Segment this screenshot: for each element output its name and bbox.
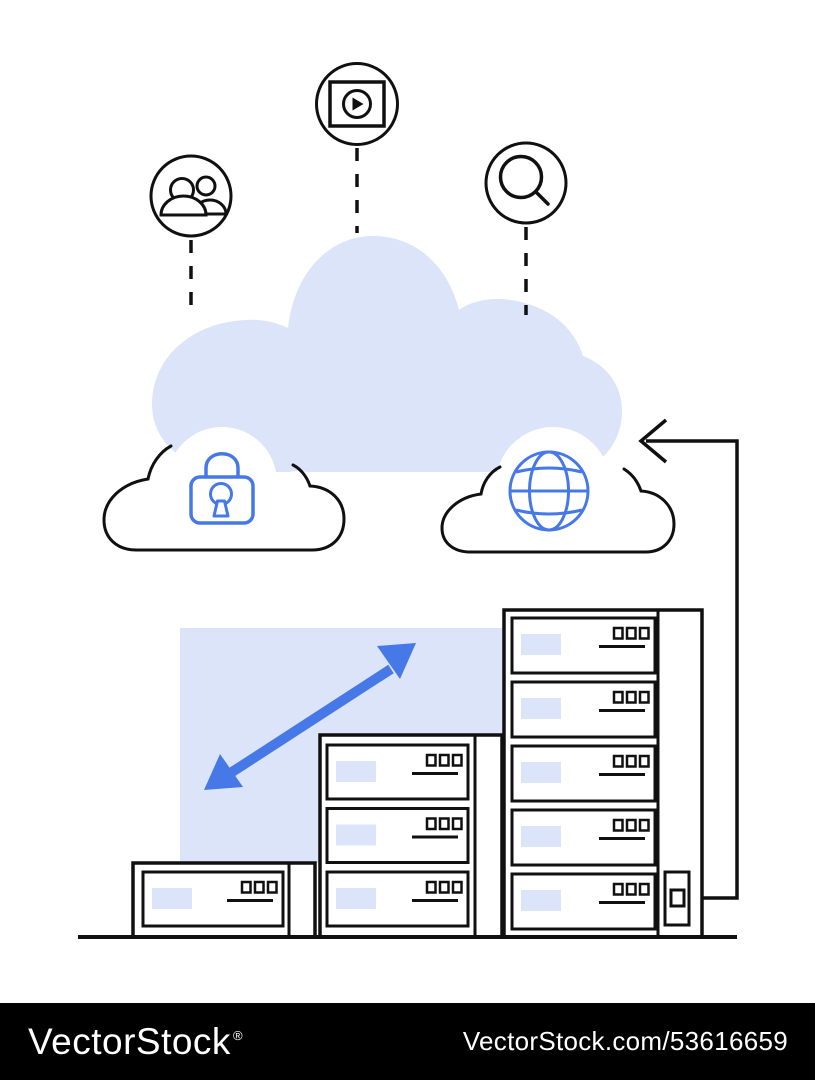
- led-indicator: [625, 626, 637, 640]
- server-unit: [325, 870, 470, 928]
- secure-cloud-outline: [102, 444, 346, 552]
- led-indicator: [438, 753, 450, 767]
- server-unit: [510, 744, 657, 803]
- led-indicator: [438, 817, 450, 831]
- server-unit: [141, 870, 285, 928]
- users-icon: [149, 154, 233, 238]
- scale-double-arrow: [204, 643, 416, 790]
- server-unit: [325, 743, 470, 801]
- vectorstock-logo: VectorStock®: [28, 1020, 244, 1062]
- server-unit: [510, 616, 657, 675]
- led-indicator: [625, 882, 637, 896]
- rack-medium: [318, 733, 504, 939]
- dashed-connectors: [189, 148, 528, 315]
- led-indicator: [612, 626, 624, 640]
- led-indicator: [625, 690, 637, 704]
- server-label-panel: [521, 762, 561, 783]
- led-indicator: [625, 754, 637, 768]
- server-label-panel: [521, 634, 561, 655]
- power-port: [669, 888, 686, 908]
- led-indicator: [625, 818, 637, 832]
- led-indicator: [438, 880, 450, 894]
- led-indicator: [612, 754, 624, 768]
- watermark-bar: VectorStock® VectorStock.com/53616659: [0, 1003, 815, 1080]
- cloud-computing-illustration: [78, 62, 739, 939]
- rack-tall: [502, 608, 704, 939]
- led-indicator: [638, 690, 650, 704]
- secure-cloud: [102, 427, 346, 553]
- network-cloud: [440, 427, 676, 554]
- video-player-icon: [315, 62, 399, 146]
- led-indicator: [451, 753, 463, 767]
- led-indicator: [425, 880, 437, 894]
- server-label-panel: [336, 761, 376, 782]
- server-unit: [510, 808, 657, 867]
- server-label-panel: [521, 826, 561, 847]
- led-indicator: [425, 817, 437, 831]
- image-url: VectorStock.com/53616659: [462, 1026, 788, 1056]
- big-cloud-shape: [152, 236, 622, 472]
- server-unit: [325, 807, 470, 864]
- led-indicator: [612, 882, 624, 896]
- led-indicator: [638, 754, 650, 768]
- server-label-panel: [336, 824, 376, 846]
- server-label-panel: [336, 888, 376, 909]
- led-indicator: [638, 882, 650, 896]
- flow-arrowhead: [638, 418, 668, 464]
- lock-icon: [189, 452, 255, 525]
- server-unit: [510, 680, 657, 739]
- led-indicator: [240, 880, 252, 894]
- led-indicator: [638, 818, 650, 832]
- globe-icon: [508, 450, 590, 532]
- led-indicator: [266, 880, 278, 894]
- server-label-panel: [521, 890, 561, 911]
- network-cloud-outline: [440, 465, 676, 554]
- led-indicator: [425, 753, 437, 767]
- server-unit: [510, 872, 657, 931]
- flow-arrow: [638, 418, 739, 900]
- led-indicator: [612, 690, 624, 704]
- led-indicator: [451, 817, 463, 831]
- registered-mark: ®: [232, 1028, 244, 1044]
- rack-small: [131, 861, 317, 939]
- led-indicator: [253, 880, 265, 894]
- search-icon: [484, 141, 568, 225]
- server-label-panel: [152, 888, 192, 909]
- led-indicator: [612, 818, 624, 832]
- server-racks: [131, 608, 704, 939]
- server-label-panel: [521, 698, 561, 719]
- led-indicator: [638, 626, 650, 640]
- led-indicator: [451, 880, 463, 894]
